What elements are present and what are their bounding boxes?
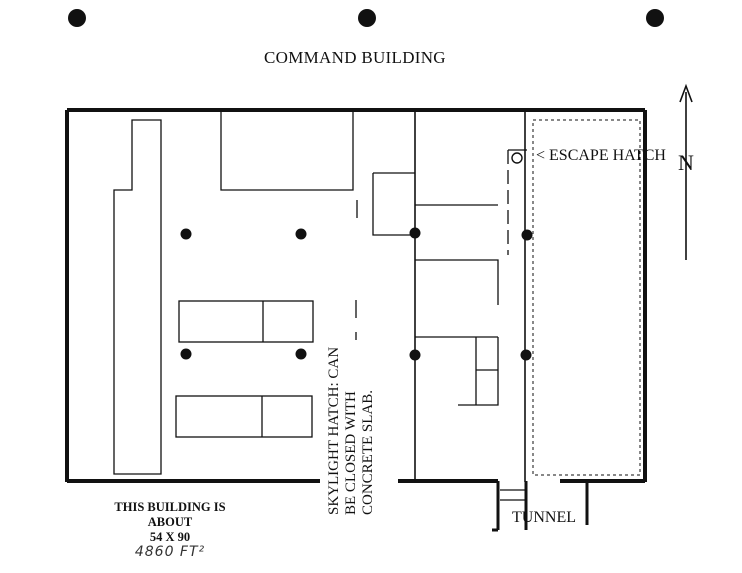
table-upper: [178, 300, 314, 343]
skylight-marks: [355, 200, 358, 340]
size-note-line2: ABOUT: [147, 515, 193, 529]
hole-punch-right: [646, 9, 664, 27]
column-dot: [521, 229, 533, 241]
page-title: COMMAND BUILDING: [264, 48, 446, 67]
skylight-hatch-label: SKYLIGHT HATCH: CAN BE CLOSED WITH CONCR…: [326, 346, 376, 515]
small-room-left: [372, 172, 415, 236]
column-dot: [180, 348, 192, 360]
escape-hatch-label: < ESCAPE HATCH: [536, 147, 666, 164]
north-label: N: [678, 150, 694, 175]
right-bay-outline: [532, 119, 641, 476]
tunnel-label: TUNNEL: [512, 509, 576, 526]
building-size-note: THIS BUILDING IS ABOUT 54 X 90 4860 FT²: [100, 500, 240, 560]
column-dot: [520, 349, 532, 361]
tunnel-wall-left: [492, 481, 500, 532]
column-dot: [409, 349, 421, 361]
circle-outline-icon: [511, 152, 523, 164]
size-note-handwritten: 4860 FT²: [134, 544, 206, 560]
hole-punch-left: [68, 9, 86, 27]
size-note-line3: 54 X 90: [149, 530, 191, 544]
column-dot: [295, 348, 307, 360]
column-dot: [180, 228, 192, 240]
column-dot: [295, 228, 307, 240]
columns: [180, 227, 533, 361]
column-dot: [409, 227, 421, 239]
building-walls: [65, 83, 693, 532]
tunnel-steps: [500, 489, 526, 501]
hole-punch-center: [358, 9, 376, 27]
hole-punches: [68, 9, 664, 27]
arrow-up-icon: [679, 83, 693, 103]
size-note-line1: THIS BUILDING IS: [114, 500, 226, 514]
table-lower: [175, 395, 313, 438]
partition-rooms-right: [415, 204, 499, 305]
partition-rooms-lower: [415, 336, 499, 406]
upper-room: [220, 112, 354, 191]
left-long-counter: [113, 119, 162, 475]
